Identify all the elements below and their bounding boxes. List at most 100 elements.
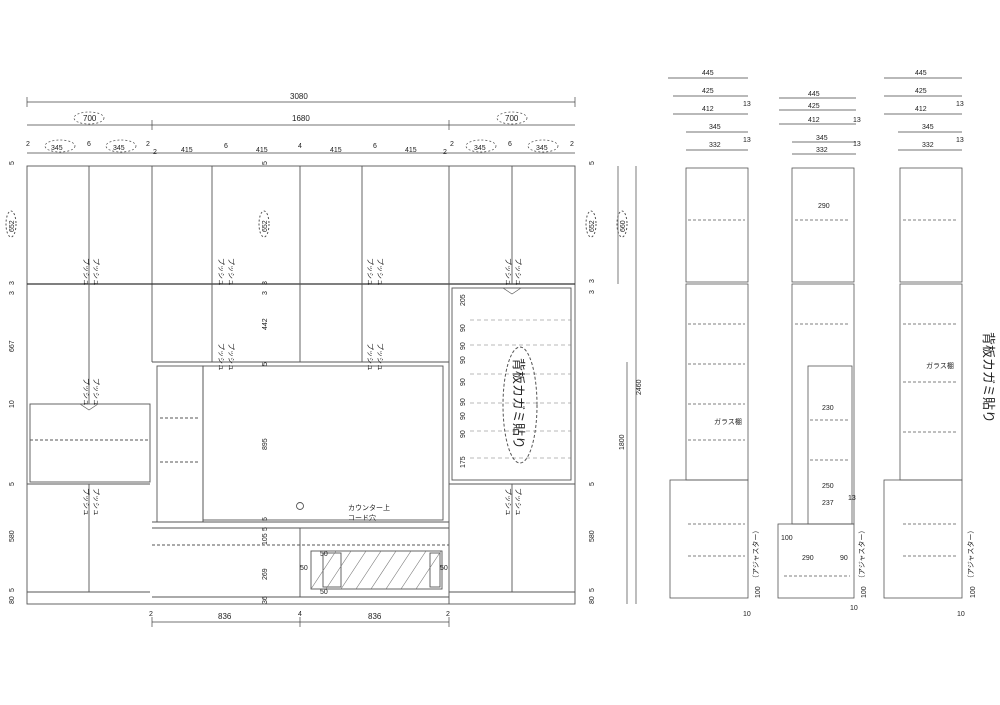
- dimension-label: 415: [405, 147, 417, 154]
- dimension-label: （アジャスター）: [751, 527, 760, 582]
- dimension-label: 10: [957, 611, 965, 618]
- center-vertical-dims: 5 652 3 3 442 5 895 5 5 105 269 36: [262, 161, 269, 604]
- open-shelf-dims: 205 90 90 90 90 90 90 90 175: [460, 294, 467, 468]
- height-660: 660: [620, 220, 627, 232]
- push-label: プッシュ: [82, 488, 90, 516]
- dimension-label: 4: [298, 143, 302, 150]
- height-1800: 1800: [619, 434, 626, 450]
- dimension-label: 6: [373, 143, 377, 150]
- dimension-label: 90: [460, 378, 467, 386]
- dim-left-700: 700: [83, 114, 97, 123]
- overall-heights: [617, 166, 637, 604]
- mirror-ellipse: [502, 346, 538, 464]
- dimension-label: 415: [181, 147, 193, 154]
- dimension-label: 2: [570, 141, 574, 148]
- push-label: プッシュ: [217, 343, 225, 371]
- push-label: プッシュ: [82, 378, 90, 406]
- dimension-label: 425: [915, 88, 927, 95]
- push-label: プッシュ: [514, 488, 522, 516]
- dimension-label: 580: [589, 530, 596, 542]
- dim-right-700: 700: [505, 114, 519, 123]
- dimension-label: 13: [743, 137, 751, 144]
- dimension-label: 100: [970, 586, 977, 598]
- dim-center-1680: 1680: [292, 114, 310, 123]
- dimension-label: 4: [298, 611, 302, 618]
- top-row-dims: 2 345 6 345 2 2 415 6 415 4 415 6 415 2 …: [26, 141, 574, 156]
- dimension-label: 345: [922, 124, 934, 131]
- dimension-label: 90: [460, 356, 467, 364]
- dimension-label: 10: [850, 605, 858, 612]
- glass-shelf-label: ガラス棚: [926, 361, 954, 370]
- dimension-label: 442: [262, 318, 269, 330]
- height-2460: 2460: [636, 379, 643, 395]
- push-labels: プッシュ プッシュ プッシュ プッシュ プッシュ プッシュ プッシュ プッシュ …: [82, 258, 522, 516]
- dimension-label: 5: [589, 482, 596, 486]
- dimension-label: 332: [816, 147, 828, 154]
- dimension-label: 5: [589, 161, 596, 165]
- dimension-label: 80: [9, 596, 16, 604]
- dimension-label: 175: [460, 456, 467, 468]
- dimension-label: 445: [915, 70, 927, 77]
- dimension-label: 100: [781, 535, 793, 542]
- dimension-label: 580: [9, 530, 16, 542]
- push-label: プッシュ: [227, 258, 235, 286]
- dimension-label: 2: [149, 611, 153, 618]
- dimension-label: 269: [262, 568, 269, 580]
- dimension-label: 2: [146, 141, 150, 148]
- dimension-label: 90: [460, 342, 467, 350]
- dimension-label: 90: [460, 412, 467, 420]
- dimension-label: 2: [153, 149, 157, 156]
- dimension-label: 425: [702, 88, 714, 95]
- dimension-label: 6: [87, 141, 91, 148]
- dimension-label: 6: [508, 141, 512, 148]
- dimension-label: 345: [816, 135, 828, 142]
- right-vertical-dims: 5 652 3 3 5 580 5 80: [589, 161, 596, 604]
- dimension-label: 290: [802, 555, 814, 562]
- dimension-label: 5: [262, 362, 269, 366]
- dimension-label: 415: [256, 147, 268, 154]
- cabinet-outline: [26, 165, 576, 605]
- glass-shelf-label: ガラス棚: [714, 417, 742, 426]
- dimension-label: 345: [474, 145, 486, 152]
- push-label: プッシュ: [82, 258, 90, 286]
- dimension-label: 3: [9, 291, 16, 295]
- dimension-label: 445: [702, 70, 714, 77]
- dimension-label: 237: [822, 500, 834, 507]
- hatch-dim: 50: [440, 565, 448, 572]
- dimension-label: 652: [262, 220, 269, 232]
- dimension-label: 230: [822, 405, 834, 412]
- counter-label-1: カウンター上: [348, 503, 390, 512]
- dimension-label: 100: [861, 586, 868, 598]
- dimension-label: 332: [922, 142, 934, 149]
- dimension-label: 36: [262, 596, 269, 604]
- dimension-label: 836: [368, 612, 382, 621]
- dimension-label: 2: [446, 611, 450, 618]
- dimension-label: 345: [536, 145, 548, 152]
- counter-label-2: コード穴: [348, 513, 376, 522]
- dimension-label: 2: [450, 141, 454, 148]
- push-label: プッシュ: [514, 258, 522, 286]
- dimension-label: 90: [460, 430, 467, 438]
- section-2: 445 425 412 13 345 332 13 290 230 250 23…: [777, 91, 868, 612]
- dimension-label: 13: [848, 495, 856, 502]
- push-label: プッシュ: [217, 258, 225, 286]
- dimension-label: 5: [262, 527, 269, 531]
- bottom-dims: [151, 617, 450, 627]
- dimension-label: 3: [589, 279, 596, 283]
- dimension-label: 105: [262, 533, 269, 545]
- section-3: 445 425 412 13 345 332 13 ガラス棚 背板カガミ貼り 1…: [883, 70, 996, 618]
- dimension-label: 2: [443, 149, 447, 156]
- hatch-dim: 50: [300, 565, 308, 572]
- dimension-label: （アジャスター）: [857, 527, 866, 582]
- front-elevation: [26, 165, 576, 605]
- dimension-label: 652: [9, 220, 16, 232]
- push-label: プッシュ: [504, 258, 512, 286]
- dimension-label: 425: [808, 103, 820, 110]
- hatch-dim: 50: [320, 551, 328, 558]
- section-1: 445 13 425 412 345 332 13 ガラス棚 100 10 （ア…: [668, 70, 762, 618]
- dimension-label: 10: [743, 611, 751, 618]
- dimension-label: 3: [262, 281, 269, 285]
- dimension-label: 2: [26, 141, 30, 148]
